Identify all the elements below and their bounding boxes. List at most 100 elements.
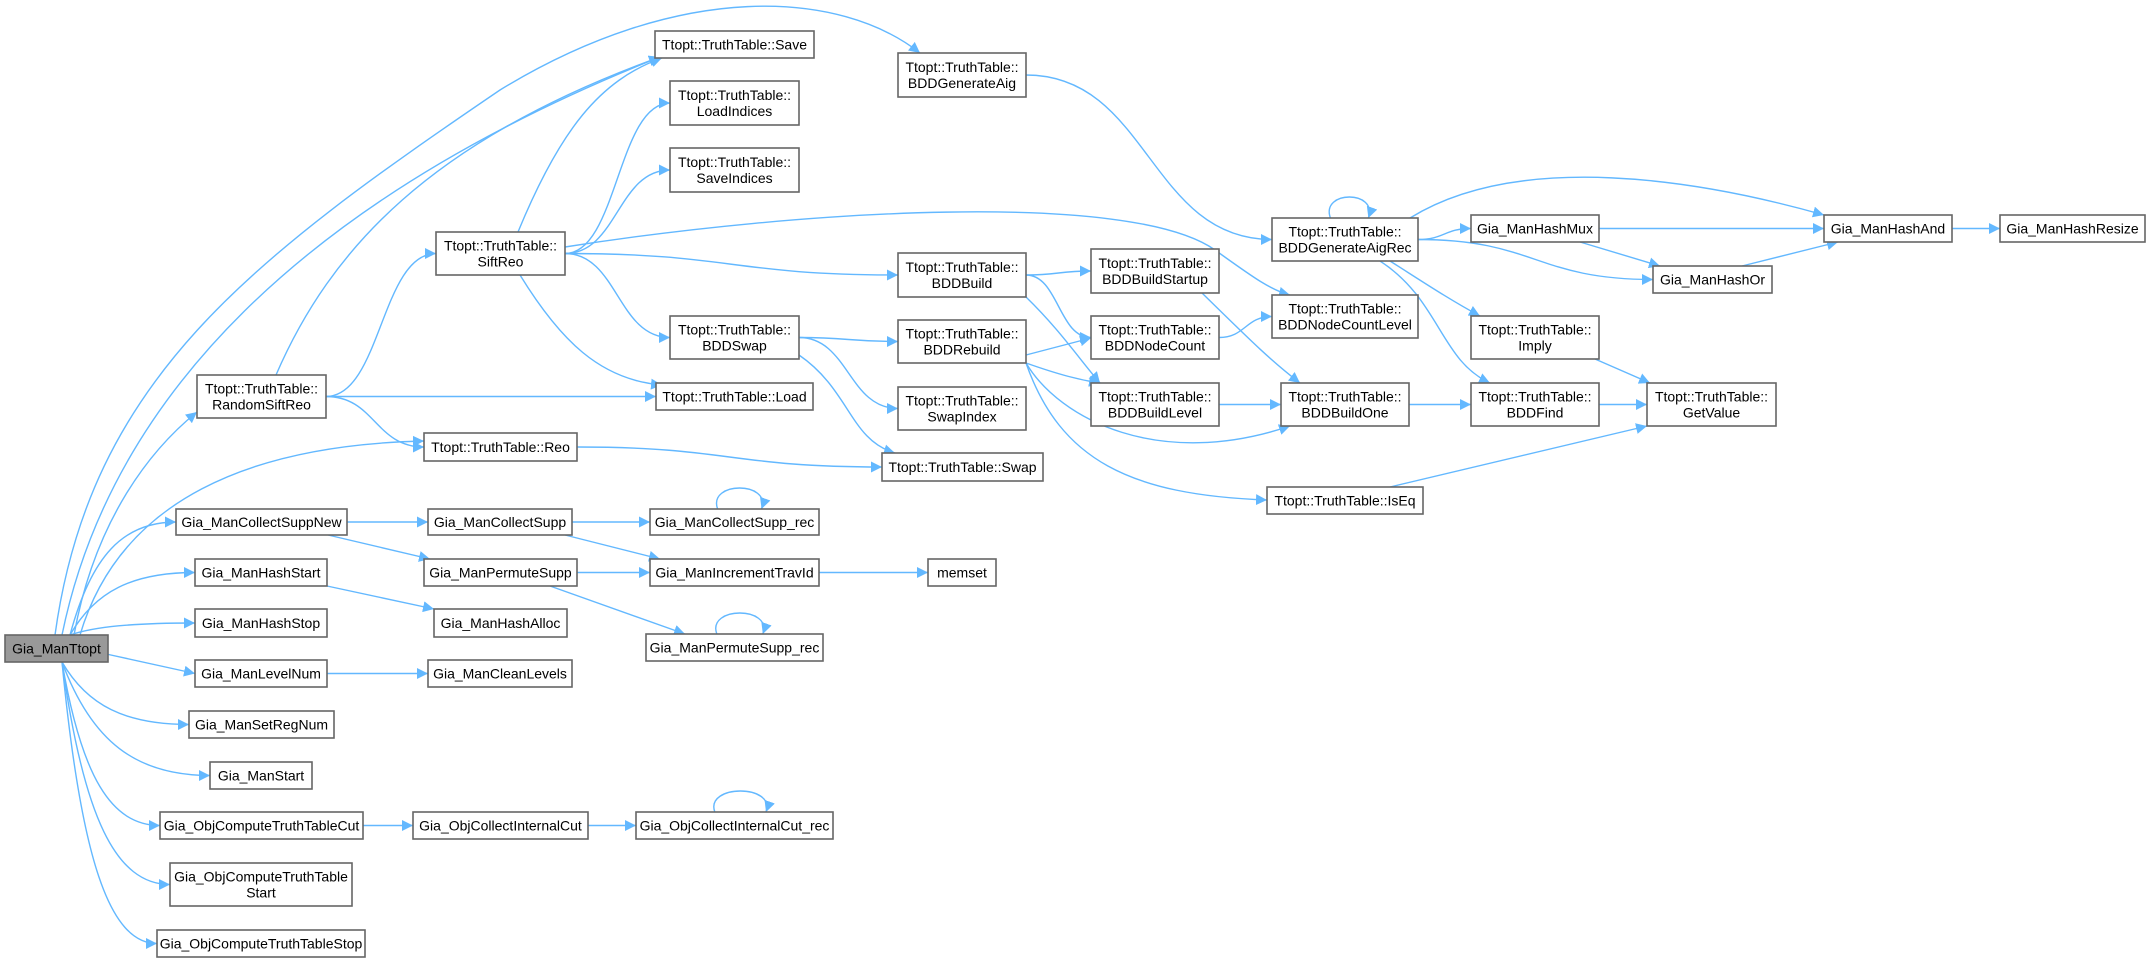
edge-randsift-to-reo <box>325 395 425 453</box>
node-label: Gia_ManIncrementTravId <box>655 565 813 581</box>
node-imply[interactable]: Ttopt::TruthTable::Imply <box>1470 315 1600 360</box>
node-box <box>412 811 589 840</box>
node-iseq[interactable]: Ttopt::TruthTable::IsEq <box>1266 486 1424 515</box>
edge-ttopt-to-reo <box>79 435 425 636</box>
node-label: Ttopt::TruthTable::Load <box>662 389 806 405</box>
node-buildlevel[interactable]: Ttopt::TruthTable::BDDBuildLevel <box>1090 382 1220 427</box>
node-collsupp[interactable]: Gia_ManCollectSupp <box>427 508 573 536</box>
edge-siftreo-to-load <box>519 274 663 390</box>
node-box <box>897 52 1027 98</box>
node-label: Gia_ManPermuteSupp_rec <box>650 640 820 656</box>
node-bddbuild[interactable]: Ttopt::TruthTable::BDDBuild <box>897 252 1027 298</box>
node-box <box>156 929 366 958</box>
node-getvalue[interactable]: Ttopt::TruthTable::GetValue <box>1646 382 1777 427</box>
edge-ttopt-to-collsuppnew <box>69 516 177 636</box>
node-swapidx[interactable]: Ttopt::TruthTable::SwapIndex <box>897 386 1027 431</box>
node-hashand[interactable]: Gia_ManHashAnd <box>1823 214 1953 243</box>
node-travid[interactable]: Gia_ManIncrementTravId <box>649 558 820 587</box>
node-randsift[interactable]: Ttopt::TruthTable::RandomSiftReo <box>196 374 327 419</box>
node-box <box>427 659 573 688</box>
edge-hashor-to-hashand <box>1741 239 1839 267</box>
node-label: Gia_ManCollectSupp_rec <box>655 514 815 530</box>
node-permsupprec[interactable]: Gia_ManPermuteSupp_rec <box>645 633 824 662</box>
node-label: Gia_ManCleanLevels <box>433 666 567 682</box>
node-label: Gia_ManHashStart <box>201 565 320 581</box>
edge-bddbuild-to-buildlevel <box>1025 296 1101 384</box>
node-save[interactable]: Ttopt::TruthTable::Save <box>654 30 815 59</box>
node-label: Ttopt::TruthTable:: <box>678 322 791 338</box>
node-box <box>655 382 814 411</box>
node-label: Gia_ManStart <box>218 768 304 784</box>
node-label: Gia_ManHashResize <box>2006 221 2138 237</box>
node-label: Ttopt::TruthTable:: <box>1098 255 1211 271</box>
node-label: Ttopt::TruthTable::Reo <box>431 439 570 455</box>
node-ttstop[interactable]: Gia_ObjComputeTruthTableStop <box>156 929 366 958</box>
node-collsuppnew[interactable]: Gia_ManCollectSuppNew <box>175 508 348 536</box>
node-box <box>654 30 815 59</box>
node-intcut[interactable]: Gia_ObjCollectInternalCut <box>412 811 589 840</box>
node-saveidx[interactable]: Ttopt::TruthTable::SaveIndices <box>669 147 800 193</box>
node-box <box>196 374 327 419</box>
node-memset[interactable]: memset <box>927 558 997 587</box>
node-hashresize[interactable]: Gia_ManHashResize <box>1999 214 2146 243</box>
node-box <box>194 558 328 587</box>
node-genaigrec[interactable]: Ttopt::TruthTable::BDDGenerateAigRec <box>1271 217 1419 262</box>
node-label: Gia_ManLevelNum <box>201 666 321 682</box>
nodes-layer: Gia_ManTtopt Ttopt::TruthTable::SaveTtopt… <box>4 30 2146 958</box>
node-label: Gia_ManCollectSupp <box>434 514 567 530</box>
node-buildstartup[interactable]: Ttopt::TruthTable::BDDBuildStartup <box>1090 248 1220 294</box>
node-hashmux[interactable]: Gia_ManHashMux <box>1470 214 1600 243</box>
node-box <box>194 659 328 688</box>
node-genaig[interactable]: Ttopt::TruthTable::BDDGenerateAig <box>897 52 1027 98</box>
node-box <box>1090 315 1220 360</box>
node-cleanlevels[interactable]: Gia_ManCleanLevels <box>427 659 573 688</box>
node-label: RandomSiftReo <box>212 397 311 413</box>
node-label: BDDBuildStartup <box>1102 271 1208 287</box>
node-box <box>427 508 573 536</box>
node-buildone[interactable]: Ttopt::TruthTable::BDDBuildOne <box>1280 382 1410 427</box>
node-label: Gia_ManHashStop <box>202 615 321 631</box>
node-nodecountlevel[interactable]: Ttopt::TruthTable::BDDNodeCountLevel <box>1271 294 1419 339</box>
node-hashalloc[interactable]: Gia_ManHashAlloc <box>433 608 568 638</box>
edge-ttopt-to-ttstart <box>61 661 171 890</box>
node-collsupprec[interactable]: Gia_ManCollectSupp_rec <box>649 508 820 536</box>
node-label: Gia_ManSetRegNum <box>195 717 328 733</box>
node-manstart[interactable]: Gia_ManStart <box>209 761 313 790</box>
node-hashstop[interactable]: Gia_ManHashStop <box>194 608 328 638</box>
node-loadidx[interactable]: Ttopt::TruthTable::LoadIndices <box>669 80 800 126</box>
node-bddswap[interactable]: Ttopt::TruthTable::BDDSwap <box>669 315 800 360</box>
edge-collsupp-to-travid <box>564 534 661 562</box>
node-label: GetValue <box>1683 405 1741 421</box>
node-box <box>669 80 800 126</box>
node-permsupp[interactable]: Gia_ManPermuteSupp <box>423 558 578 587</box>
node-hashstart[interactable]: Gia_ManHashStart <box>194 558 328 587</box>
node-bddfind[interactable]: Ttopt::TruthTable::BDDFind <box>1470 382 1600 427</box>
edge-self-loop-intcutrec <box>713 790 775 813</box>
node-swap[interactable]: Ttopt::TruthTable::Swap <box>881 452 1044 482</box>
edge-genaigrec-to-bddfind <box>1379 260 1491 384</box>
node-hashor[interactable]: Gia_ManHashOr <box>1652 265 1773 294</box>
edge-ttopt-to-hashstart <box>69 567 196 636</box>
edge-rebuild-to-iseq <box>1025 362 1268 506</box>
node-rebuild[interactable]: Ttopt::TruthTable::BDDRebuild <box>897 319 1027 364</box>
node-box <box>1470 315 1600 360</box>
node-ttcut[interactable]: Gia_ObjComputeTruthTableCut <box>159 811 364 840</box>
node-box <box>169 862 353 907</box>
edge-ttopt-to-setregnum <box>61 661 190 730</box>
node-ttopt[interactable]: Gia_ManTtopt <box>4 634 109 663</box>
node-box <box>209 761 313 790</box>
node-box <box>4 634 109 663</box>
edge-rebuild-to-buildone <box>1025 362 1291 444</box>
node-load[interactable]: Ttopt::TruthTable::Load <box>655 382 814 411</box>
node-reo[interactable]: Ttopt::TruthTable::Reo <box>423 432 578 462</box>
edge-bddbuild-to-buildstartup <box>1025 265 1092 277</box>
node-box <box>897 319 1027 364</box>
node-siftreo[interactable]: Ttopt::TruthTable::SiftReo <box>435 231 566 276</box>
node-label: Ttopt::TruthTable:: <box>905 393 1018 409</box>
node-levelnum[interactable]: Gia_ManLevelNum <box>194 659 328 688</box>
node-setregnum[interactable]: Gia_ManSetRegNum <box>188 710 335 739</box>
node-intcutrec[interactable]: Gia_ObjCollectInternalCut_rec <box>635 811 834 840</box>
node-nodecount[interactable]: Ttopt::TruthTable::BDDNodeCount <box>1090 315 1220 360</box>
